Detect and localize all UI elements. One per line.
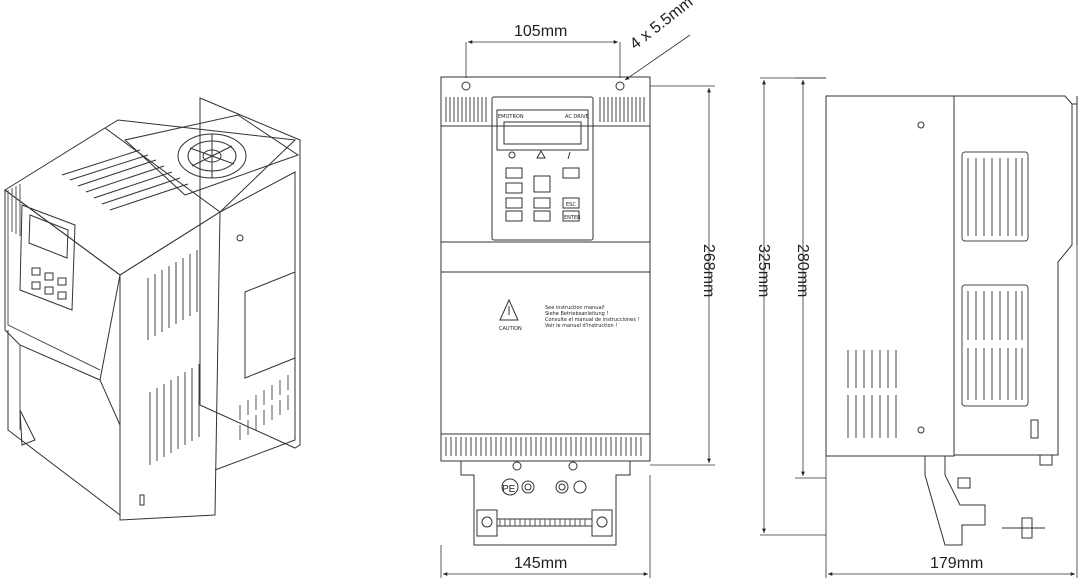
side-back-section — [825, 95, 955, 457]
depth-dim: 179mm — [930, 555, 983, 572]
warning-line-2: Siehe Betriebsanleitung ! — [545, 311, 608, 317]
hole-spec-dim: 4 x 5.5mm — [627, 0, 696, 53]
esc-key-label: ESC — [566, 202, 576, 208]
width-dim: 145mm — [514, 555, 567, 572]
fault-led-icon — [567, 151, 571, 160]
front-bottom-vents — [445, 437, 642, 456]
pe-label: PE — [502, 484, 516, 495]
mount-hole-icon — [615, 81, 625, 91]
key-loc[interactable] — [533, 197, 551, 209]
iso-lcd — [28, 214, 69, 259]
side-bolt — [957, 477, 971, 489]
warning-line-1: See instruction manual! — [545, 305, 605, 311]
clamp-left — [476, 509, 498, 537]
power-led-icon — [508, 151, 516, 159]
side-screw-icon — [917, 121, 925, 129]
key-right[interactable] — [562, 167, 580, 179]
warning-line-4: Voir le manuel d'instruction ! — [545, 323, 617, 329]
clamp-right — [591, 509, 613, 537]
side-front-section — [953, 95, 1073, 456]
keypad-panel — [491, 96, 594, 241]
iso-key[interactable] — [57, 277, 67, 286]
terminal-screw-icon — [512, 461, 522, 471]
front-housing — [440, 76, 651, 462]
iso-key[interactable] — [31, 281, 41, 290]
key-run[interactable] — [505, 182, 523, 194]
key-stop[interactable] — [533, 175, 551, 193]
brand-label: EMOTRON — [498, 114, 524, 120]
warning-triangle-icon — [19, 409, 36, 446]
side-screw-icon — [917, 426, 925, 434]
iso-indicator — [139, 494, 145, 506]
key-plus[interactable] — [533, 210, 551, 222]
mount-hole-icon — [461, 81, 471, 91]
lcd-frame — [496, 109, 589, 151]
iso-key[interactable] — [44, 286, 54, 295]
front-dimensions — [440, 34, 715, 578]
lcd-display — [503, 121, 582, 145]
caution-label: CAUTION — [499, 326, 522, 332]
side-bracket — [924, 456, 986, 546]
key-func[interactable] — [505, 197, 523, 209]
iso-key[interactable] — [44, 272, 54, 281]
iso-key[interactable] — [57, 291, 67, 300]
caution-triangle-icon — [499, 298, 519, 321]
iso-keypad — [19, 204, 76, 311]
side-indicator — [1030, 419, 1039, 439]
iso-side-vents — [147, 250, 200, 465]
side-vents-upper — [961, 151, 1029, 407]
iso-top-right — [104, 119, 297, 213]
side-vents-lower — [847, 350, 897, 438]
hole-spec-leader — [624, 34, 691, 81]
total-height-dim: 325mm — [755, 244, 772, 297]
isometric-view — [4, 97, 301, 521]
warning-led-icon — [536, 149, 546, 159]
iso-key[interactable] — [31, 267, 41, 276]
side-foot — [1039, 454, 1053, 466]
key-left[interactable] — [505, 167, 523, 179]
pe-terminal — [501, 478, 519, 496]
key-enter[interactable] — [562, 210, 580, 222]
cable-bracket — [460, 460, 631, 546]
ground-screw-icon — [555, 480, 569, 494]
iso-mounting-plate — [199, 97, 301, 449]
ground-symbol-icon — [573, 480, 587, 494]
iso-side-label — [244, 271, 296, 379]
iso-side-face — [119, 211, 221, 521]
side-dimensions — [760, 77, 1078, 578]
iso-side-face-right — [214, 171, 296, 471]
warning-line-3: Consulte el manual de instrucciones ! — [545, 317, 639, 323]
key-esc[interactable] — [562, 197, 580, 209]
iso-screw-icon — [236, 234, 244, 242]
front-top-vents — [445, 97, 645, 122]
body-height-dim: 280mm — [794, 244, 811, 297]
enter-key-label: ENTER — [564, 215, 581, 221]
iso-fan-housing — [123, 114, 300, 196]
mount-height-dim: 268mm — [700, 244, 717, 297]
terminal-screw-icon — [568, 461, 578, 471]
front-view: EMOTRON AC DRIVE ESC ENTER CAUTION See i… — [440, 76, 651, 546]
iso-front-face — [4, 189, 121, 381]
iso-top-face — [4, 127, 221, 276]
hole-spacing-dim: 105mm — [514, 23, 567, 40]
iso-top-vents — [61, 149, 189, 211]
key-minus[interactable] — [505, 210, 523, 222]
side-view — [825, 95, 1078, 546]
iso-lower-front — [7, 330, 121, 517]
product-label: AC DRIVE — [565, 114, 589, 120]
ground-screw-icon — [521, 480, 535, 494]
